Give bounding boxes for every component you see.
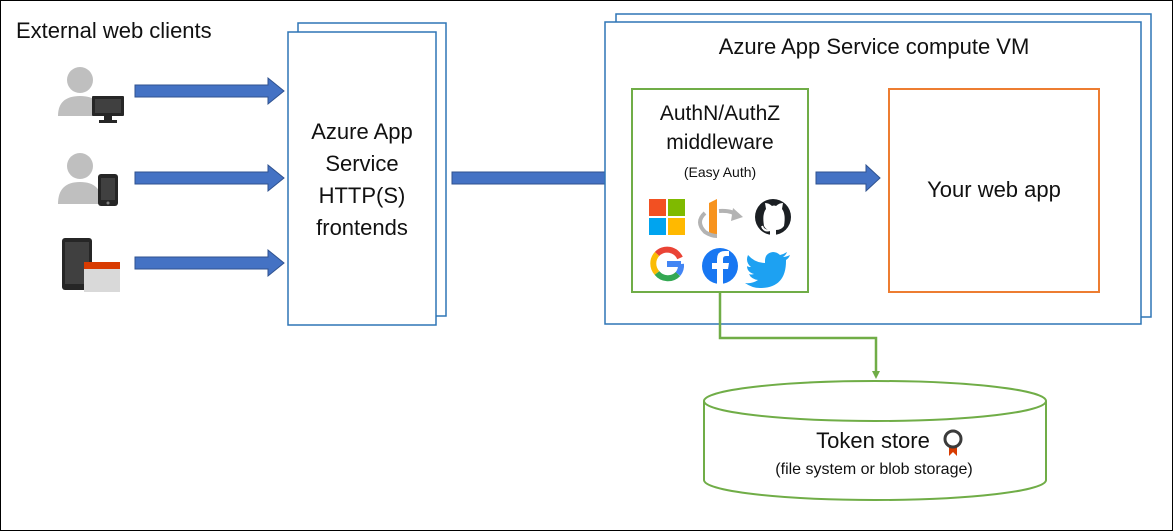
token-store-cylinder: Token store (file system or blob storage…	[703, 380, 1047, 501]
twitter-logo-icon	[745, 252, 790, 288]
frontends-label-2: Service	[325, 151, 398, 176]
certificate-ribbon-icon	[943, 429, 963, 456]
middleware-to-tokenstore-connector	[718, 292, 880, 379]
middleware-sublabel: (Easy Auth)	[684, 164, 756, 180]
frontends-label-4: frontends	[316, 215, 408, 240]
devices-browser-icon	[62, 238, 120, 292]
tokenstore-title: Token store	[816, 428, 930, 453]
middleware-label-1: AuthN/AuthZ	[660, 102, 780, 125]
frontends-label-1: Azure App	[311, 119, 413, 144]
frontends-label-3: HTTP(S)	[319, 183, 406, 208]
client-arrow-2	[134, 163, 285, 193]
vm-title: Azure App Service compute VM	[719, 34, 1030, 59]
client-arrow-1	[134, 76, 285, 106]
middleware-to-webapp-arrow	[815, 163, 881, 193]
user-mobile-icon	[58, 153, 118, 206]
frontends-box: Azure App Service HTTP(S) frontends	[287, 22, 447, 326]
webapp-label: Your web app	[927, 177, 1061, 202]
google-logo-icon	[650, 246, 685, 282]
tokenstore-sublabel: (file system or blob storage)	[775, 461, 972, 478]
openid-logo-icon	[698, 199, 743, 238]
facebook-logo-icon	[702, 248, 738, 284]
middleware-box: AuthN/AuthZ middleware (Easy Auth)	[631, 88, 809, 293]
middleware-label-2: middleware	[666, 131, 773, 154]
user-desktop-icon	[58, 67, 124, 123]
clients-heading: External web clients	[16, 18, 212, 43]
webapp-box: Your web app	[888, 88, 1100, 293]
microsoft-logo-icon	[649, 199, 685, 235]
github-logo-icon	[755, 199, 791, 235]
client-arrow-3	[134, 248, 285, 278]
